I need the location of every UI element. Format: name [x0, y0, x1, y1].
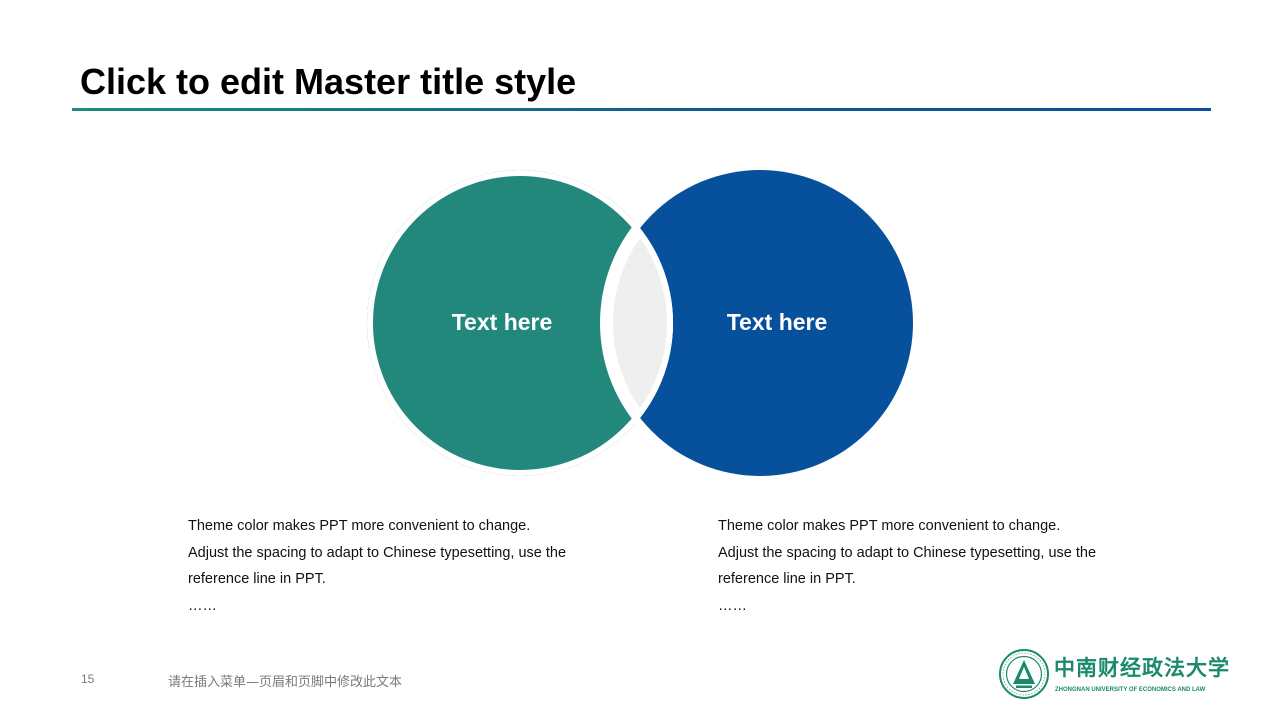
page-number: 15: [81, 672, 95, 686]
title-underline: [72, 108, 1211, 111]
left-description-line: Adjust the spacing to adapt to Chinese t…: [188, 544, 567, 561]
university-logo: 中南财经政法大学 ZHONGNAN UNIVERSITY OF ECONOMIC…: [998, 648, 1229, 700]
footer-text: 请在插入菜单—页眉和页脚中修改此文本: [168, 675, 403, 690]
logo-english-name: ZHONGNAN UNIVERSITY OF ECONOMICS AND LAW: [1055, 687, 1206, 693]
logo-chinese-name: 中南财经政法大学: [1054, 655, 1230, 680]
right-description-line: Theme color makes PPT more convenient to…: [718, 518, 1061, 534]
venn-right-label: Text here: [726, 309, 828, 335]
page-title: Click to edit Master title style: [80, 61, 577, 102]
venn-circle-right: [607, 170, 913, 476]
venn-overlap: [601, 170, 673, 476]
right-description: Theme color makes PPT more convenient to…: [718, 513, 1138, 619]
right-description-line: Adjust the spacing to adapt to Chinese t…: [718, 544, 1097, 561]
right-description-line: ……: [718, 597, 747, 614]
right-description-line: reference line in PPT.: [718, 571, 856, 587]
university-emblem-icon: [999, 649, 1049, 699]
left-description: Theme color makes PPT more convenient to…: [188, 513, 608, 619]
left-description-line: Theme color makes PPT more convenient to…: [188, 518, 531, 534]
venn-left-label: Text here: [451, 309, 553, 335]
left-description-line: ……: [188, 597, 217, 614]
venn-circle-left: [367, 170, 673, 476]
left-description-line: reference line in PPT.: [188, 571, 326, 587]
